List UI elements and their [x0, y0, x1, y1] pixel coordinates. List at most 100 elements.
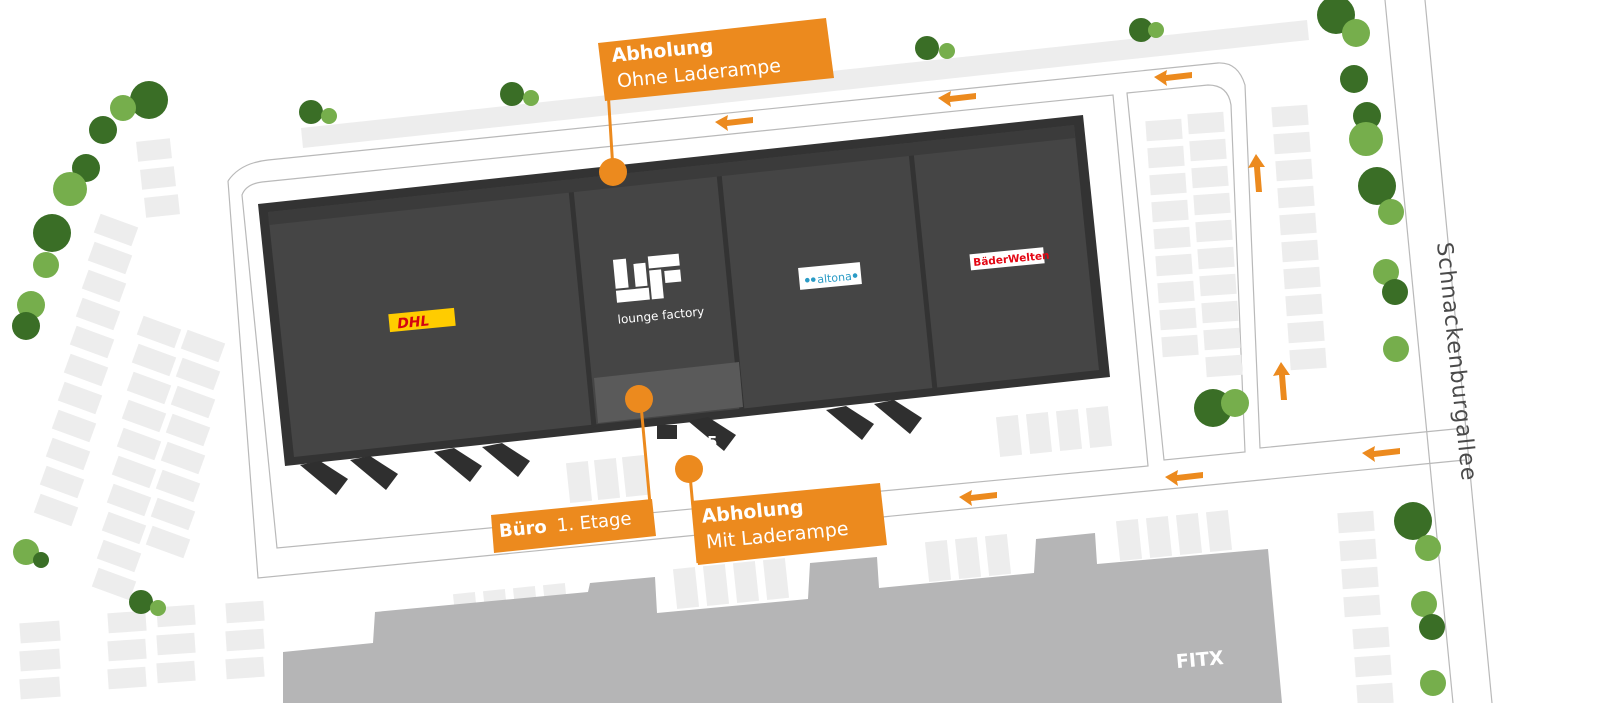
pickup-no-ramp-marker — [599, 158, 627, 186]
arrow-left-icon — [1362, 446, 1400, 462]
parking-space — [1275, 158, 1313, 182]
tree-icon — [12, 312, 40, 340]
gate-number: 5 — [707, 433, 717, 451]
loading-dock — [350, 456, 398, 490]
arrow-left-icon — [715, 115, 753, 131]
loading-dock — [874, 400, 922, 434]
altona-label: altona — [817, 270, 853, 286]
parking-space — [672, 566, 700, 610]
parking-space — [1277, 185, 1315, 209]
arrow-left-icon — [938, 91, 976, 107]
arrow-left-icon — [1165, 470, 1203, 486]
altona-badge — [798, 262, 862, 290]
altona-logo: altona — [798, 262, 862, 290]
parking-space — [131, 343, 177, 377]
road-inner-block — [1126, 84, 1246, 461]
parking-space — [1199, 273, 1237, 297]
arrow-left-icon — [959, 490, 997, 506]
parking-space — [19, 676, 61, 700]
parking-space — [1343, 594, 1381, 618]
parking-space — [1151, 199, 1189, 223]
parking-space — [1354, 654, 1392, 678]
parking-space — [225, 656, 265, 680]
parking-space — [954, 536, 982, 580]
tree-icon — [110, 95, 136, 121]
sidewalk-north — [301, 20, 1309, 148]
parking-space — [565, 460, 593, 504]
parking-space — [126, 371, 172, 405]
tree-icon — [1382, 279, 1408, 305]
parking-space — [107, 666, 147, 690]
parking-space — [621, 454, 649, 498]
tree-icon — [321, 108, 337, 124]
parking-space — [160, 441, 206, 475]
parking-space — [33, 493, 79, 527]
parking-space — [1339, 538, 1377, 562]
parking-space — [1195, 219, 1233, 243]
parking-space — [156, 632, 196, 656]
parking-space — [116, 427, 162, 461]
parking-space — [75, 297, 121, 331]
tree-icon — [1378, 199, 1404, 225]
tree-icon — [33, 552, 49, 568]
parking-space — [1281, 239, 1319, 263]
parking-space — [87, 241, 133, 275]
parking-spaces — [19, 104, 1394, 703]
callout-box-pickup-no-ramp — [598, 18, 834, 101]
parking-space — [1279, 212, 1317, 236]
parking-space — [1115, 518, 1143, 562]
parking-space — [180, 329, 226, 363]
parking-space — [156, 604, 196, 628]
parking-space — [995, 414, 1023, 458]
loading-dock — [657, 425, 677, 439]
parking-space — [1161, 334, 1199, 358]
dhl-badge — [388, 307, 456, 333]
parking-space — [1287, 320, 1325, 344]
parking-space — [140, 166, 176, 190]
parking-space — [1191, 165, 1229, 189]
callout-box-office — [491, 499, 656, 553]
tree-icon — [1349, 122, 1383, 156]
tree-icon — [13, 539, 39, 565]
parking-space — [45, 437, 91, 471]
callout-pickup-ramp: Abholung Mit Laderampe — [675, 455, 887, 565]
parking-space — [69, 325, 115, 359]
loading-dock — [688, 417, 736, 451]
main-building: 5 — [258, 115, 1110, 495]
parking-space — [93, 213, 139, 247]
parking-space — [1025, 411, 1053, 455]
callout-leader-pickup-no-ramp — [606, 89, 615, 171]
tree-icon — [1342, 19, 1370, 47]
road-loop-north-outer — [227, 62, 1466, 449]
parking-space — [111, 455, 157, 489]
parking-space — [63, 353, 109, 387]
parking-space — [1289, 347, 1327, 371]
parking-space — [19, 648, 61, 672]
tree-icon — [1340, 65, 1368, 93]
parking-space — [107, 610, 147, 634]
loading-dock — [826, 406, 874, 440]
parking-space — [51, 409, 97, 443]
tree-icon — [299, 100, 323, 124]
dhl-label: DHL — [397, 313, 431, 332]
altona-dot-left2 — [810, 277, 816, 282]
parking-space — [1155, 253, 1193, 277]
tree-icon — [500, 82, 524, 106]
arrow-up-icon — [1248, 154, 1265, 192]
loading-dock — [434, 448, 482, 482]
tree-icon — [1415, 535, 1441, 561]
parking-space — [1147, 145, 1185, 169]
pickup-ramp-marker — [675, 455, 703, 483]
parking-space — [165, 413, 211, 447]
parking-space — [145, 525, 191, 559]
parking-space — [1085, 405, 1113, 449]
parking-space — [1175, 512, 1203, 556]
parking-space — [593, 457, 621, 501]
callout-box-pickup-ramp — [691, 483, 887, 565]
parking-space — [225, 628, 265, 652]
office-title: Büro — [498, 517, 548, 542]
tree-icon — [33, 214, 71, 252]
parking-space — [1145, 515, 1173, 559]
tree-icon — [1394, 502, 1432, 540]
tree-icon — [1411, 591, 1437, 617]
